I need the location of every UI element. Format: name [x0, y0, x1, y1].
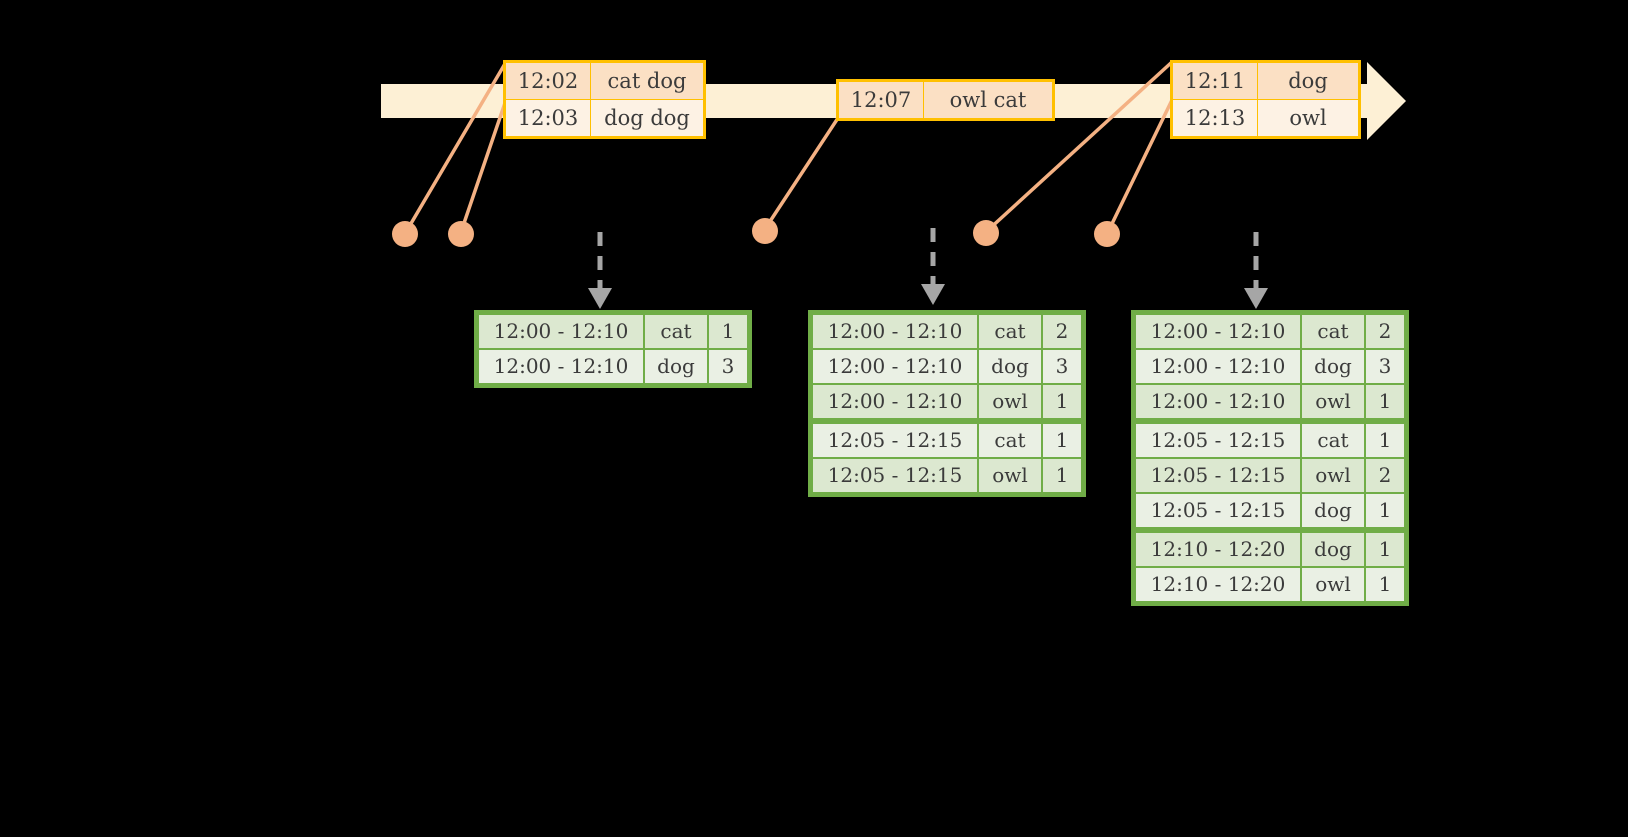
table-row[interactable]: 12:05 - 12:15 cat 1 [813, 424, 1081, 457]
event-row[interactable]: 12:02 cat dog [504, 61, 705, 100]
window-range: 12:00 - 12:10 [1136, 385, 1300, 418]
event-dot-2 [448, 221, 474, 247]
word-cell: dog [645, 350, 707, 383]
word-cell: owl [1302, 568, 1364, 601]
window-range: 12:05 - 12:15 [813, 459, 977, 492]
table-row[interactable]: 12:10 - 12:20 dog 1 [1136, 533, 1404, 566]
table-row[interactable]: 12:05 - 12:15 cat 1 [1136, 424, 1404, 457]
word-cell: owl [979, 459, 1041, 492]
word-cell: owl [1302, 385, 1364, 418]
word-cell: owl [1302, 459, 1364, 492]
count-cell: 3 [1366, 350, 1404, 383]
window-range: 12:10 - 12:20 [1136, 533, 1300, 566]
event-words: cat dog [590, 61, 705, 100]
window-range: 12:00 - 12:10 [1136, 350, 1300, 383]
count-cell: 1 [709, 315, 747, 348]
event-row[interactable]: 12:13 owl [1171, 99, 1360, 138]
table-row[interactable]: 12:00 - 12:10 dog 3 [479, 350, 747, 383]
event-time: 12:07 [837, 80, 924, 120]
table-row[interactable]: 12:05 - 12:15 dog 1 [1136, 494, 1404, 527]
window-range: 12:00 - 12:10 [479, 350, 643, 383]
word-cell: cat [1302, 424, 1364, 457]
event-group-1[interactable]: 12:02 cat dog 12:03 dog dog [503, 60, 706, 139]
count-cell: 1 [1366, 385, 1404, 418]
word-cell: cat [645, 315, 707, 348]
count-cell: 2 [1366, 315, 1404, 348]
count-cell: 1 [1043, 385, 1081, 418]
window-group-separator [813, 420, 1081, 422]
table-row[interactable]: 12:00 - 12:10 cat 2 [1136, 315, 1404, 348]
event-group-2[interactable]: 12:07 owl cat [836, 79, 1055, 121]
window-range: 12:00 - 12:10 [1136, 315, 1300, 348]
count-cell: 1 [1366, 533, 1404, 566]
count-cell: 1 [1043, 424, 1081, 457]
event-words: dog [1257, 61, 1360, 100]
table-row[interactable]: 12:05 - 12:15 owl 1 [813, 459, 1081, 492]
count-cell: 2 [1366, 459, 1404, 492]
table-row[interactable]: 12:00 - 12:10 dog 3 [1136, 350, 1404, 383]
event-row[interactable]: 12:07 owl cat [837, 80, 1054, 120]
table-row[interactable]: 12:00 - 12:10 cat 2 [813, 315, 1081, 348]
event-words: owl cat [923, 80, 1054, 120]
count-cell: 3 [709, 350, 747, 383]
window-range: 12:00 - 12:10 [813, 385, 977, 418]
window-group-separator [1136, 529, 1404, 531]
window-range: 12:00 - 12:10 [479, 315, 643, 348]
event-row[interactable]: 12:03 dog dog [504, 99, 705, 138]
word-cell: dog [1302, 494, 1364, 527]
count-cell: 1 [1366, 494, 1404, 527]
event-words: dog dog [590, 99, 705, 138]
event-dot-1 [392, 221, 418, 247]
word-cell: cat [979, 315, 1041, 348]
dashed-arrow-heads [588, 284, 1268, 309]
event-words: owl [1257, 99, 1360, 138]
window-range: 12:00 - 12:10 [813, 350, 977, 383]
word-cell: dog [979, 350, 1041, 383]
table-row[interactable]: 12:00 - 12:10 cat 1 [479, 315, 747, 348]
event-dot-5 [1094, 221, 1120, 247]
event-time: 12:11 [1171, 61, 1258, 100]
event-dot-3 [752, 218, 778, 244]
event-row[interactable]: 12:11 dog [1171, 61, 1360, 100]
word-cell: dog [1302, 350, 1364, 383]
event-time: 12:03 [504, 99, 591, 138]
word-cell: owl [979, 385, 1041, 418]
table-row[interactable]: 12:00 - 12:10 owl 1 [1136, 385, 1404, 418]
result-table-1[interactable]: 12:00 - 12:10 cat 1 12:00 - 12:10 dog 3 [474, 310, 752, 388]
result-table-3[interactable]: 12:00 - 12:10 cat 2 12:00 - 12:10 dog 3 … [1131, 310, 1409, 606]
count-cell: 1 [1366, 424, 1404, 457]
window-range: 12:05 - 12:15 [813, 424, 977, 457]
word-cell: cat [979, 424, 1041, 457]
window-range: 12:00 - 12:10 [813, 315, 977, 348]
window-range: 12:05 - 12:15 [1136, 459, 1300, 492]
dashed-flow-arrows [597, 228, 1259, 292]
event-time: 12:13 [1171, 99, 1258, 138]
window-range: 12:10 - 12:20 [1136, 568, 1300, 601]
word-cell: dog [1302, 533, 1364, 566]
count-cell: 3 [1043, 350, 1081, 383]
table-row[interactable]: 12:10 - 12:20 owl 1 [1136, 568, 1404, 601]
count-cell: 2 [1043, 315, 1081, 348]
count-cell: 1 [1043, 459, 1081, 492]
event-group-3[interactable]: 12:11 dog 12:13 owl [1170, 60, 1361, 139]
table-row[interactable]: 12:00 - 12:10 owl 1 [813, 385, 1081, 418]
event-time: 12:02 [504, 61, 591, 100]
table-row[interactable]: 12:00 - 12:10 dog 3 [813, 350, 1081, 383]
window-range: 12:05 - 12:15 [1136, 494, 1300, 527]
window-group-separator [1136, 420, 1404, 422]
window-range: 12:05 - 12:15 [1136, 424, 1300, 457]
table-row[interactable]: 12:05 - 12:15 owl 2 [1136, 459, 1404, 492]
word-cell: cat [1302, 315, 1364, 348]
count-cell: 1 [1366, 568, 1404, 601]
result-table-2[interactable]: 12:00 - 12:10 cat 2 12:00 - 12:10 dog 3 … [808, 310, 1086, 497]
event-dot-4 [973, 220, 999, 246]
